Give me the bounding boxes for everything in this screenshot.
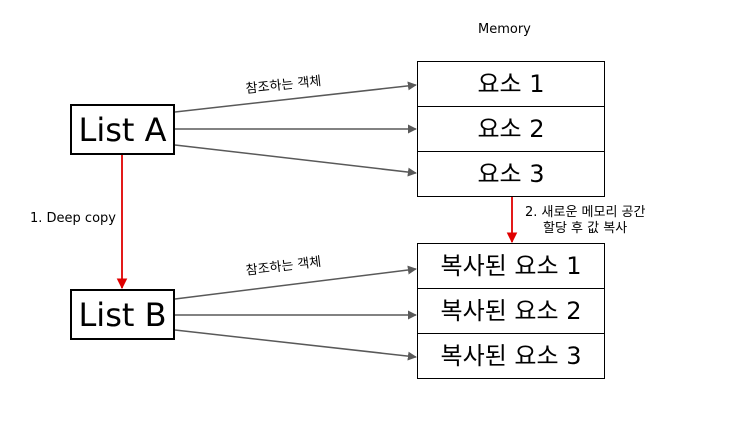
reference-arrow-b-3 (174, 329, 417, 361)
reference-arrow-a-1 (174, 81, 417, 113)
list-a-box: List A (70, 104, 175, 155)
step2-label-line2: 할당 후 값 복사 (543, 221, 628, 236)
memory-cell-2: 요소 2 (417, 107, 605, 152)
reference-arrow-b-1 (174, 265, 417, 300)
memory-title: Memory (478, 22, 531, 37)
copied-cell-3: 복사된 요소 3 (417, 334, 605, 379)
copied-cell-1: 복사된 요소 1 (417, 243, 605, 289)
memory-cell-1: 요소 1 (417, 61, 605, 107)
memory-cell-3: 요소 3 (417, 152, 605, 197)
step1-label: 1. Deep copy (30, 211, 116, 226)
step2-label-line1: 2. 새로운 메모리 공간 (525, 205, 646, 220)
copied-cell-2: 복사된 요소 2 (417, 289, 605, 334)
list-b-box: List B (70, 289, 175, 340)
reference-arrow-a-3 (174, 144, 417, 177)
